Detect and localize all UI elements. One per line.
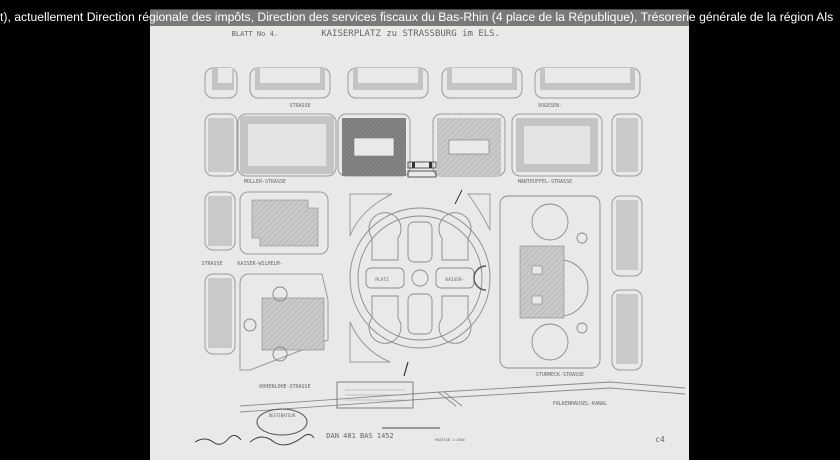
street-label: STURMECK-STRASSE xyxy=(536,372,584,378)
archive-stamp xyxy=(256,408,308,436)
image-caption-bar: t), actuellement Direction régionale des… xyxy=(0,9,840,26)
legend-box xyxy=(336,381,414,409)
page-mark: c4 xyxy=(655,435,665,444)
caption-text: t), actuellement Direction régionale des… xyxy=(0,10,834,24)
svg-text:DESTINATEUR: DESTINATEUR xyxy=(269,413,296,418)
street-label: STRASSE xyxy=(201,261,222,267)
building-right xyxy=(519,245,565,319)
street-label: HOHENLOHE-STRASSE xyxy=(259,384,310,390)
scale-label: MASSTAB 1:1000 xyxy=(435,438,465,442)
signature xyxy=(249,433,315,446)
street-label: MOLLER-STRASSE xyxy=(244,179,286,185)
canal xyxy=(239,381,686,413)
street-label: MANTEUFFEL-STRASSE xyxy=(518,179,572,185)
street-label: STRASSE xyxy=(289,103,310,109)
architectural-plan-image: KAISERPLATZ zu STRASSBURG im ELS. BLATT … xyxy=(150,10,689,460)
building-left-lower xyxy=(261,297,325,351)
street-label: KAISER-WILHELM- xyxy=(237,261,282,267)
signature xyxy=(194,435,242,445)
sheet-label: BLATT No 4. xyxy=(232,30,278,38)
plan-title: KAISERPLATZ zu STRASSBURG im ELS. xyxy=(321,29,500,39)
park-label: KAISER- xyxy=(446,277,465,283)
park-label: PLATZ xyxy=(375,277,389,283)
garden-block xyxy=(499,195,601,369)
archive-reference: DAN 481 BAS 1452 xyxy=(326,432,393,440)
street-label: VOGESEN- xyxy=(538,103,562,109)
building-left-middle xyxy=(251,199,319,247)
caption-overlay xyxy=(150,9,689,26)
site-plan-drawing: KAISERPLATZ zu STRASSBURG im ELS. BLATT … xyxy=(194,29,686,446)
street-label: FALKENHAUSEL-KANAL xyxy=(553,401,607,407)
circular-park xyxy=(349,207,491,349)
